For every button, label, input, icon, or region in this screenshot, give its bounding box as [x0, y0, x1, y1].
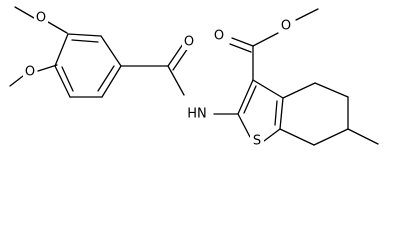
- atom-o-methoxy-top: O: [36, 11, 46, 26]
- atom-nh-amide: HN: [187, 107, 207, 122]
- bond-o-left-ring: [37, 64, 58, 72]
- bond-benzene-5-inner: [61, 66, 74, 92]
- bond-c6-methyl: [347, 128, 379, 145]
- atom-o-ester-carbonyl: O: [214, 29, 224, 44]
- bond-c3a-c4: [282, 82, 316, 99]
- atom-o-ester-single: O: [281, 19, 291, 34]
- bond-ester-c-o: [252, 32, 279, 47]
- bond-c3a-c7a-inner: [274, 100, 278, 126]
- bond-ester-co-1: [231, 37, 254, 47]
- bond-s-c2: [237, 113, 251, 138]
- bond-benzene-3: [101, 65, 122, 98]
- bond-layer: [9, 6, 379, 146]
- bond-c6-c7: [313, 128, 349, 146]
- bond-benzene-5: [54, 65, 71, 98]
- atom-s-thiophene: S: [253, 134, 261, 149]
- bond-c2-c3-inner: [243, 85, 257, 114]
- bond-c2-c3: [237, 79, 254, 115]
- bond-amide-co-2: [172, 47, 189, 71]
- bond-benzene-2: [100, 35, 122, 67]
- bond-ester-o-methyl: [295, 8, 319, 21]
- bond-ester-co-2: [229, 43, 252, 53]
- atom-o-amide: O: [184, 35, 194, 50]
- bond-benzene-1-inner: [71, 39, 99, 43]
- bond-methyl-left: [9, 75, 24, 87]
- bond-c7a-s: [263, 128, 281, 142]
- bond-amide-co-1: [167, 43, 184, 67]
- bond-o-top-ring: [47, 21, 68, 34]
- molecule-structure-diagram: O O O HN O O S: [9, 6, 379, 149]
- bond-benzene-3-inner: [97, 65, 115, 92]
- bond-c3-c3a: [252, 79, 284, 99]
- bond-c4-c5: [314, 82, 349, 98]
- atom-o-methoxy-left: O: [25, 65, 35, 80]
- bond-benzene-6: [54, 33, 69, 67]
- bond-methyl-top: [14, 6, 35, 19]
- bond-c3a-c7a: [279, 97, 284, 130]
- bond-benzene-1: [67, 33, 102, 37]
- bond-carbonyl-nh: [167, 65, 185, 96]
- bond-c7-c7a: [279, 128, 315, 146]
- atom-label-layer: O O O HN O O S: [23, 10, 293, 149]
